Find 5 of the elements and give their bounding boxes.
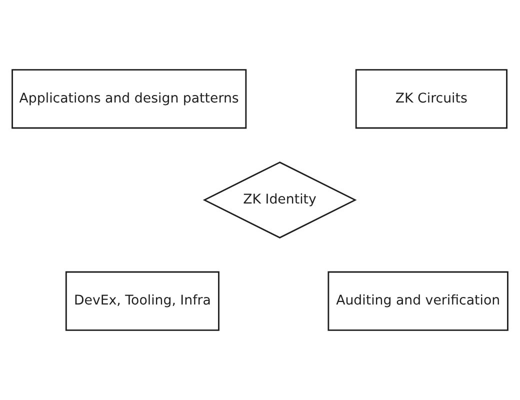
node-box: Applications and design patterns: [12, 69, 247, 129]
node-diamond: ZK Identity: [202, 162, 357, 238]
node-box: ZK Circuits: [355, 69, 508, 129]
node-box: DevEx, Tooling, Infra: [65, 271, 220, 331]
node-box: Auditing and verification: [328, 271, 508, 331]
